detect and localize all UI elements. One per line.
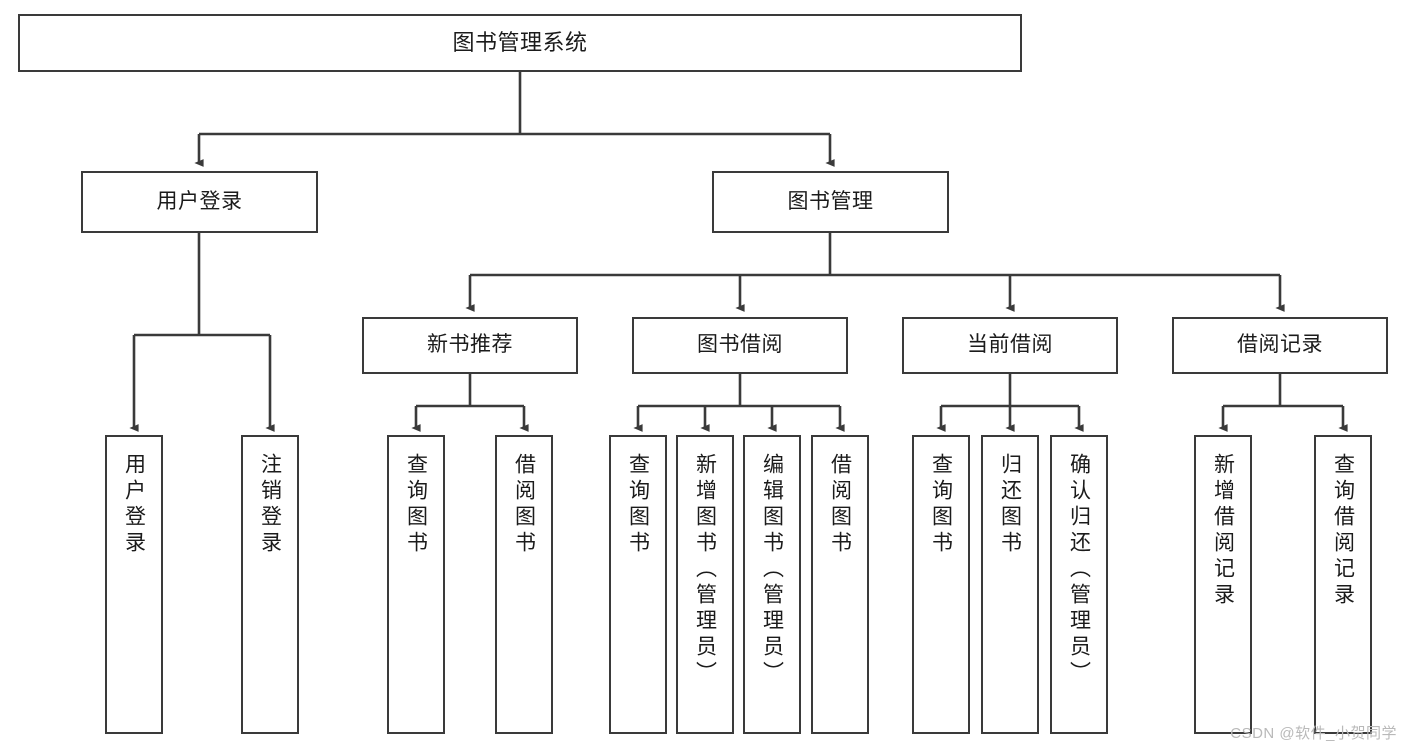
node-label: 注销登录 [258, 453, 282, 557]
node-book-borrow[interactable]: 图书借阅 [632, 317, 848, 374]
node-label: 新增借阅记录 [1211, 453, 1235, 609]
leaf-user-login[interactable]: 用户登录 [105, 435, 163, 734]
node-label: 用户登录 [156, 189, 243, 213]
node-label: 借阅图书 [512, 453, 536, 557]
node-label: 查询图书 [404, 453, 428, 557]
node-book-management[interactable]: 图书管理 [712, 171, 949, 233]
watermark: CSDN @软件_小贺同学 [1230, 725, 1397, 742]
leaf-borrow-book[interactable]: 借阅图书 [811, 435, 869, 734]
node-new-book-recommend[interactable]: 新书推荐 [362, 317, 578, 374]
node-label: 查询图书 [929, 453, 953, 557]
leaf-query-book-recommend[interactable]: 查询图书 [387, 435, 445, 734]
node-label: 编辑图书（管理员） [760, 453, 784, 687]
node-label: 归还图书 [998, 453, 1022, 557]
node-borrow-record[interactable]: 借阅记录 [1172, 317, 1388, 374]
node-label: 查询图书 [626, 453, 650, 557]
node-label: 图书借阅 [697, 333, 783, 357]
leaf-add-book-admin[interactable]: 新增图书（管理员） [676, 435, 734, 734]
node-user-login[interactable]: 用户登录 [81, 171, 318, 233]
leaf-query-book-borrow[interactable]: 查询图书 [609, 435, 667, 734]
leaf-query-borrow-record[interactable]: 查询借阅记录 [1314, 435, 1372, 734]
node-label: 用户登录 [122, 453, 146, 557]
node-label: 新书推荐 [427, 333, 513, 357]
node-label: 图书管理系统 [452, 30, 588, 56]
node-label: 借阅图书 [828, 453, 852, 557]
leaf-query-book-current[interactable]: 查询图书 [912, 435, 970, 734]
node-label: 新增图书（管理员） [693, 453, 717, 687]
leaf-add-borrow-record[interactable]: 新增借阅记录 [1194, 435, 1252, 734]
leaf-confirm-return-admin[interactable]: 确认归还（管理员） [1050, 435, 1108, 734]
node-label: 借阅记录 [1237, 333, 1323, 357]
node-label: 查询借阅记录 [1331, 453, 1355, 609]
node-current-borrow[interactable]: 当前借阅 [902, 317, 1118, 374]
leaf-borrow-book-recommend[interactable]: 借阅图书 [495, 435, 553, 734]
leaf-return-book[interactable]: 归还图书 [981, 435, 1039, 734]
node-label: 当前借阅 [967, 333, 1053, 357]
node-label: 图书管理 [787, 189, 874, 213]
leaf-edit-book-admin[interactable]: 编辑图书（管理员） [743, 435, 801, 734]
node-label: 确认归还（管理员） [1067, 453, 1091, 687]
node-root-library-system[interactable]: 图书管理系统 [18, 14, 1022, 72]
leaf-logout-login[interactable]: 注销登录 [241, 435, 299, 734]
